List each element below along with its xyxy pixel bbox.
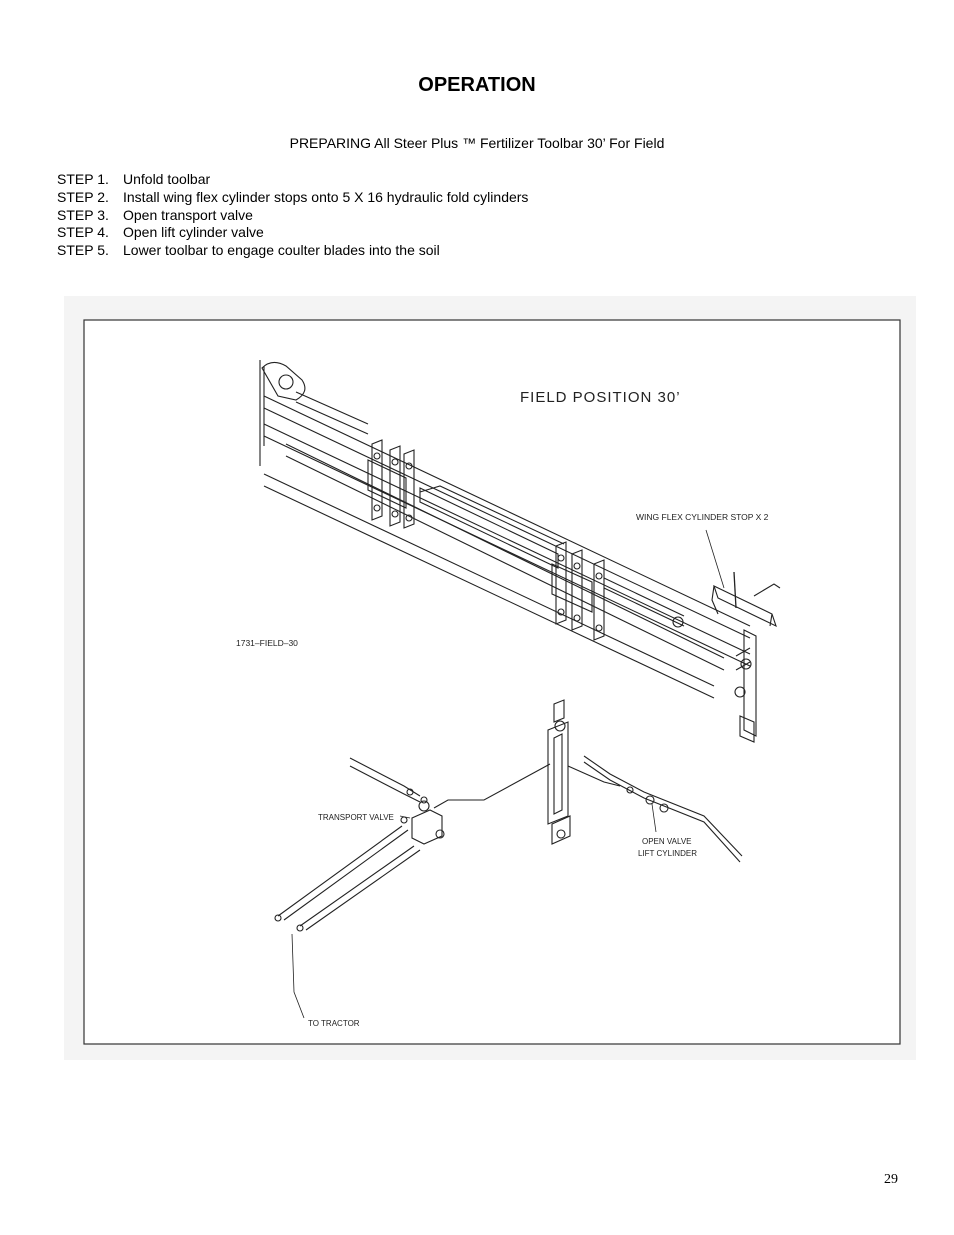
figure-frame (83, 319, 901, 1045)
drawing-id: 1731–FIELD–30 (236, 638, 298, 648)
step-number: STEP 2. (57, 188, 109, 205)
lift-cylinder-label: LIFT CYLINDER (638, 849, 697, 858)
page-number: 29 (884, 1172, 898, 1187)
step-4: STEP 4. Open lift cylinder valve (57, 224, 528, 242)
step-1: STEP 1. Unfold toolbar (57, 171, 528, 189)
step-text: Lower toolbar to engage coulter blades i… (123, 242, 440, 259)
figure-heading: FIELD POSITION 30’ (520, 389, 681, 406)
page-subtitle: PREPARING All Steer Plus ™ Fertilizer To… (289, 135, 665, 151)
wing-flex-label: WING FLEX CYLINDER STOP X 2 (636, 512, 769, 522)
steps-list: STEP 1. Unfold toolbar STEP 2. Install win… (57, 171, 528, 260)
transport-valve-label: TRANSPORT VALVE (318, 813, 394, 822)
step-text: Install wing flex cylinder stops onto 5 … (123, 188, 529, 205)
step-5: STEP 5. Lower toolbar to engage coulter b… (57, 242, 528, 260)
page-title: OPERATION (418, 74, 536, 96)
step-number: STEP 4. (57, 224, 109, 241)
step-2: STEP 2. Install wing flex cylinder stops … (57, 189, 528, 207)
step-text: Unfold toolbar (123, 171, 211, 187)
step-3: STEP 3. Open transport valve (57, 207, 528, 225)
field-position-figure: FIELD POSITION 30’ WING FLEX CYLINDER ST… (64, 296, 916, 1060)
step-number: STEP 3. (57, 206, 109, 223)
toolbar-drawing (259, 360, 781, 1019)
open-valve-label: OPEN VALVE (642, 837, 692, 846)
step-text: Open transport valve (123, 206, 253, 223)
step-number: STEP 5. (57, 242, 109, 259)
toolbar-diagram: FIELD POSITION 30’ WING FLEX CYLINDER ST… (64, 296, 916, 1060)
step-number: STEP 1. (57, 171, 109, 187)
to-tractor-label: TO TRACTOR (308, 1019, 360, 1028)
step-text: Open lift cylinder valve (123, 224, 264, 241)
